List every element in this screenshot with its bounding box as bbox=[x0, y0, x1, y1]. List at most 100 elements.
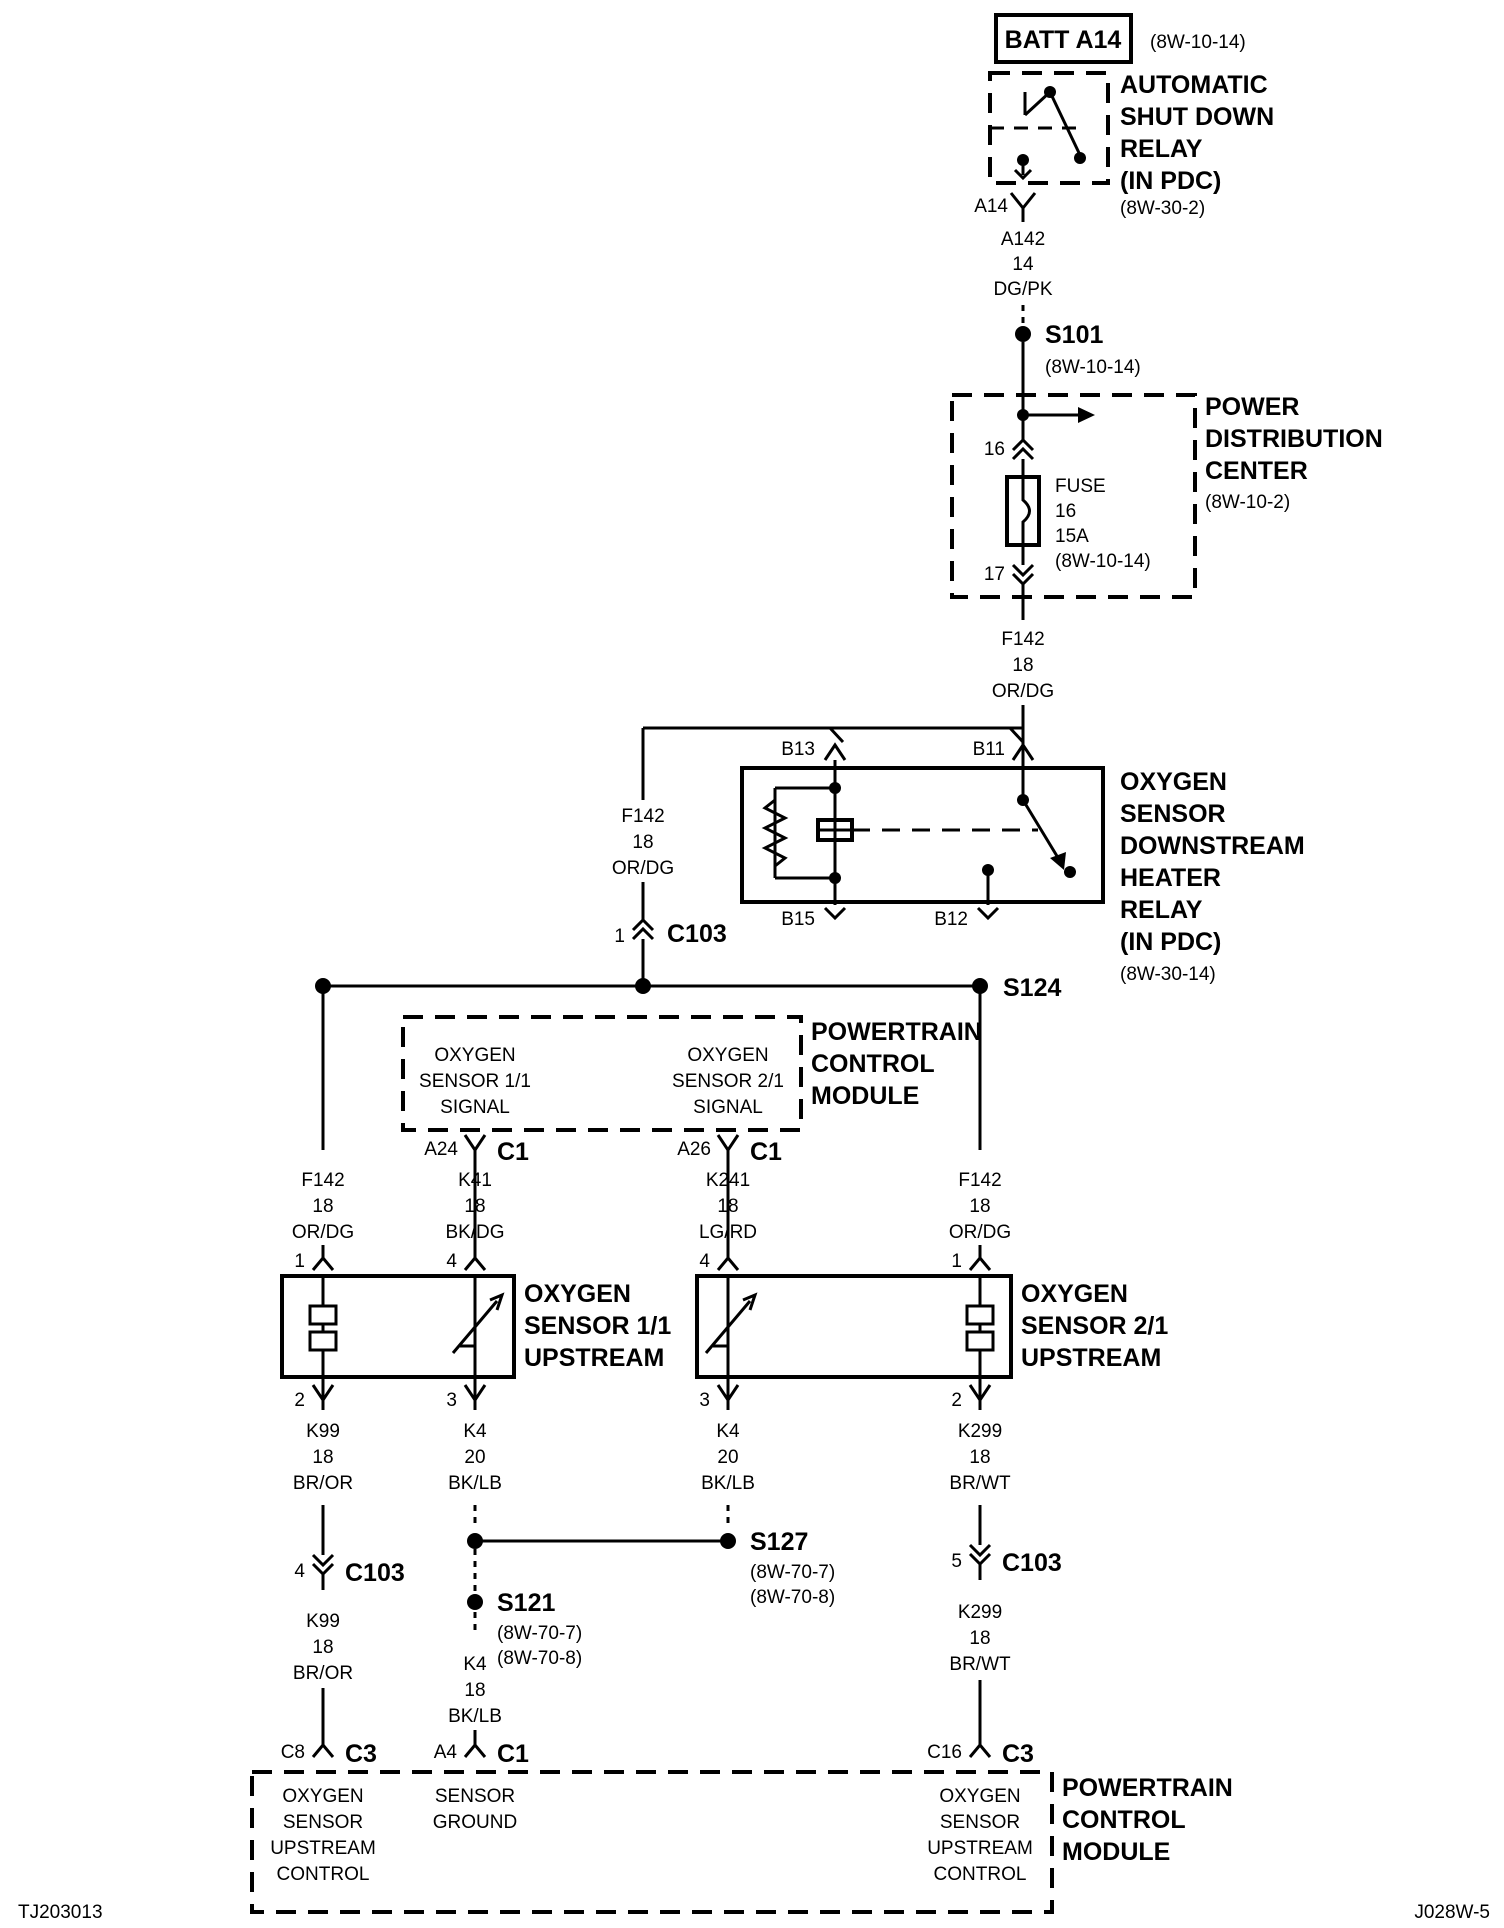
batt-label: BATT A14 bbox=[1005, 26, 1122, 54]
splice-s127-ref-1: (8W-70-7) bbox=[750, 1562, 835, 1583]
wire-f142-left-color: OR/DG bbox=[612, 858, 674, 879]
sensor-11-heater bbox=[308, 1304, 338, 1326]
wire-a142-gauge: 14 bbox=[1012, 254, 1034, 275]
wire-k299-b-gauge: 18 bbox=[969, 1628, 990, 1649]
relay-pin-b11-symbol bbox=[1011, 742, 1035, 761]
wire-k4-b-id: K4 bbox=[716, 1421, 740, 1442]
asd-relay-title-4: (IN PDC) bbox=[1120, 167, 1221, 195]
sensor-11-box bbox=[280, 1274, 516, 1379]
pcm-sig-21-line-2: SENSOR 2/1 bbox=[672, 1071, 784, 1092]
pcm-sig-21-line-3: SIGNAL bbox=[693, 1097, 763, 1118]
pcm-bottom-title-3: MODULE bbox=[1062, 1838, 1170, 1866]
pcm-sig-11-line-1: OXYGEN bbox=[434, 1045, 515, 1066]
splice-s121-ref-2: (8W-70-8) bbox=[497, 1648, 582, 1669]
pcm-pin-c16-symbol bbox=[968, 1742, 992, 1758]
wire-f142-top-gauge: 18 bbox=[1012, 655, 1033, 676]
pdc-pin-17: 17 bbox=[984, 564, 1005, 585]
relay-pin-b12-symbol bbox=[976, 906, 1000, 921]
downstream-relay-title-1: OXYGEN bbox=[1120, 768, 1227, 796]
wire-f142-left-id: F142 bbox=[621, 806, 664, 827]
wire-k99-b-gauge: 18 bbox=[312, 1637, 333, 1658]
c103-k299-pin: 5 bbox=[951, 1551, 962, 1572]
pdc-title-2: DISTRIBUTION bbox=[1205, 425, 1383, 453]
wire-k4-b-gauge: 20 bbox=[717, 1447, 738, 1468]
asd-relay-title-3: RELAY bbox=[1120, 135, 1203, 163]
fuse-number: 16 bbox=[1055, 501, 1076, 522]
pcm-top-title-2: CONTROL bbox=[811, 1050, 935, 1078]
s11-pin-4-symbol bbox=[463, 1255, 487, 1271]
c103-k299-name: C103 bbox=[1002, 1549, 1062, 1577]
wire-k299-b-id: K299 bbox=[958, 1602, 1002, 1623]
s21-pin-4-symbol bbox=[716, 1255, 740, 1271]
relay-pin-b15: B15 bbox=[781, 909, 815, 930]
asd-relay-ref: (8W-30-2) bbox=[1120, 198, 1205, 219]
s11-pin-2: 2 bbox=[294, 1390, 305, 1411]
sensor-11-title-2: SENSOR 1/1 bbox=[524, 1312, 671, 1340]
c103-k99-symbol bbox=[311, 1553, 335, 1577]
downstream-relay-ref: (8W-30-14) bbox=[1120, 964, 1216, 985]
pcm-top-title-1: POWERTRAIN bbox=[811, 1018, 982, 1046]
footer-left-code: TJ203013 bbox=[18, 1902, 103, 1923]
wire-f142-b-color: OR/DG bbox=[949, 1222, 1011, 1243]
pcm-pin-a4-symbol bbox=[463, 1742, 487, 1758]
fuse-label: FUSE bbox=[1055, 476, 1106, 497]
pdc-pin-16: 16 bbox=[984, 439, 1005, 460]
wire-f142-b-id: F142 bbox=[958, 1170, 1001, 1191]
wire-f142-a-gauge: 18 bbox=[312, 1196, 333, 1217]
splice-s127-ref-2: (8W-70-8) bbox=[750, 1587, 835, 1608]
wire-k99-b-color: BR/OR bbox=[293, 1663, 353, 1684]
bus-splice-center bbox=[635, 978, 651, 994]
s11-pin-1: 1 bbox=[294, 1251, 305, 1272]
wire-k4-a-id: K4 bbox=[463, 1421, 487, 1442]
sensor-11-title-3: UPSTREAM bbox=[524, 1344, 664, 1372]
sensor-21-variable-element bbox=[704, 1300, 752, 1354]
s21-pin-1: 1 bbox=[951, 1251, 962, 1272]
batt-label-box bbox=[994, 13, 1133, 64]
wire-a142-id: A142 bbox=[1001, 229, 1045, 250]
relay-switch bbox=[1021, 799, 1065, 867]
footer-right-code: J028W-5 bbox=[1414, 1902, 1490, 1923]
downstream-relay-title-6: (IN PDC) bbox=[1120, 928, 1221, 956]
sensor-21-title-2: SENSOR 2/1 bbox=[1021, 1312, 1168, 1340]
wire-k4-b-color: BK/LB bbox=[701, 1473, 755, 1494]
s21-pin-3: 3 bbox=[699, 1390, 710, 1411]
wire-f142-b-gauge: 18 bbox=[969, 1196, 990, 1217]
pcm-pin-a24-symbol bbox=[463, 1134, 487, 1153]
pdc-ref: (8W-10-2) bbox=[1205, 492, 1290, 513]
wire-k299-gauge: 18 bbox=[969, 1447, 990, 1468]
s21-pin-1-symbol bbox=[968, 1255, 992, 1271]
s11-pin-1-symbol bbox=[311, 1255, 335, 1271]
pcm-ctrl-a-line-3: UPSTREAM bbox=[270, 1838, 376, 1859]
wire-k299-b-color: BR/WT bbox=[949, 1654, 1011, 1675]
pdc-title-1: POWER bbox=[1205, 393, 1299, 421]
pcm-sig-11-line-2: SENSOR 1/1 bbox=[419, 1071, 531, 1092]
wire-f142-top-id: F142 bbox=[1001, 629, 1044, 650]
sensor-21-heater bbox=[965, 1304, 995, 1326]
pdc-title-3: CENTER bbox=[1205, 457, 1308, 485]
asd-pin: A14 bbox=[974, 196, 1008, 217]
wire-k4-c-gauge: 18 bbox=[464, 1680, 485, 1701]
downstream-relay-title-4: HEATER bbox=[1120, 864, 1221, 892]
wire-k99-b-id: K99 bbox=[306, 1611, 340, 1632]
wire-f142-a-id: F142 bbox=[301, 1170, 344, 1191]
pcm-bottom-title-2: CONTROL bbox=[1062, 1806, 1186, 1834]
pcm-pin-c16: C16 bbox=[927, 1742, 962, 1763]
fuse-rating: 15A bbox=[1055, 526, 1089, 547]
pcm-pin-c8: C8 bbox=[281, 1742, 305, 1763]
pcm-ctrl-a-line-4: CONTROL bbox=[277, 1864, 370, 1885]
pcm-pin-c8-symbol bbox=[311, 1742, 335, 1758]
pcm-ground-line-2: GROUND bbox=[433, 1812, 517, 1833]
pcm-top-box bbox=[401, 1015, 803, 1132]
wire-k99-gauge: 18 bbox=[312, 1447, 333, 1468]
relay-pin-b15-symbol bbox=[823, 906, 847, 921]
wire-k4-c-color: BK/LB bbox=[448, 1706, 502, 1727]
pcm-ctrl-b-line-2: SENSOR bbox=[940, 1812, 1020, 1833]
splice-s121-label: S121 bbox=[497, 1589, 555, 1617]
asd-relay-switch bbox=[1048, 91, 1082, 156]
pcm-ctrl-b-line-3: UPSTREAM bbox=[927, 1838, 1033, 1859]
splice-s121-ref-1: (8W-70-7) bbox=[497, 1623, 582, 1644]
c103-top-pin: 1 bbox=[614, 926, 625, 947]
wire-a142-color: DG/PK bbox=[993, 279, 1052, 300]
relay-pin-b13: B13 bbox=[781, 739, 815, 760]
